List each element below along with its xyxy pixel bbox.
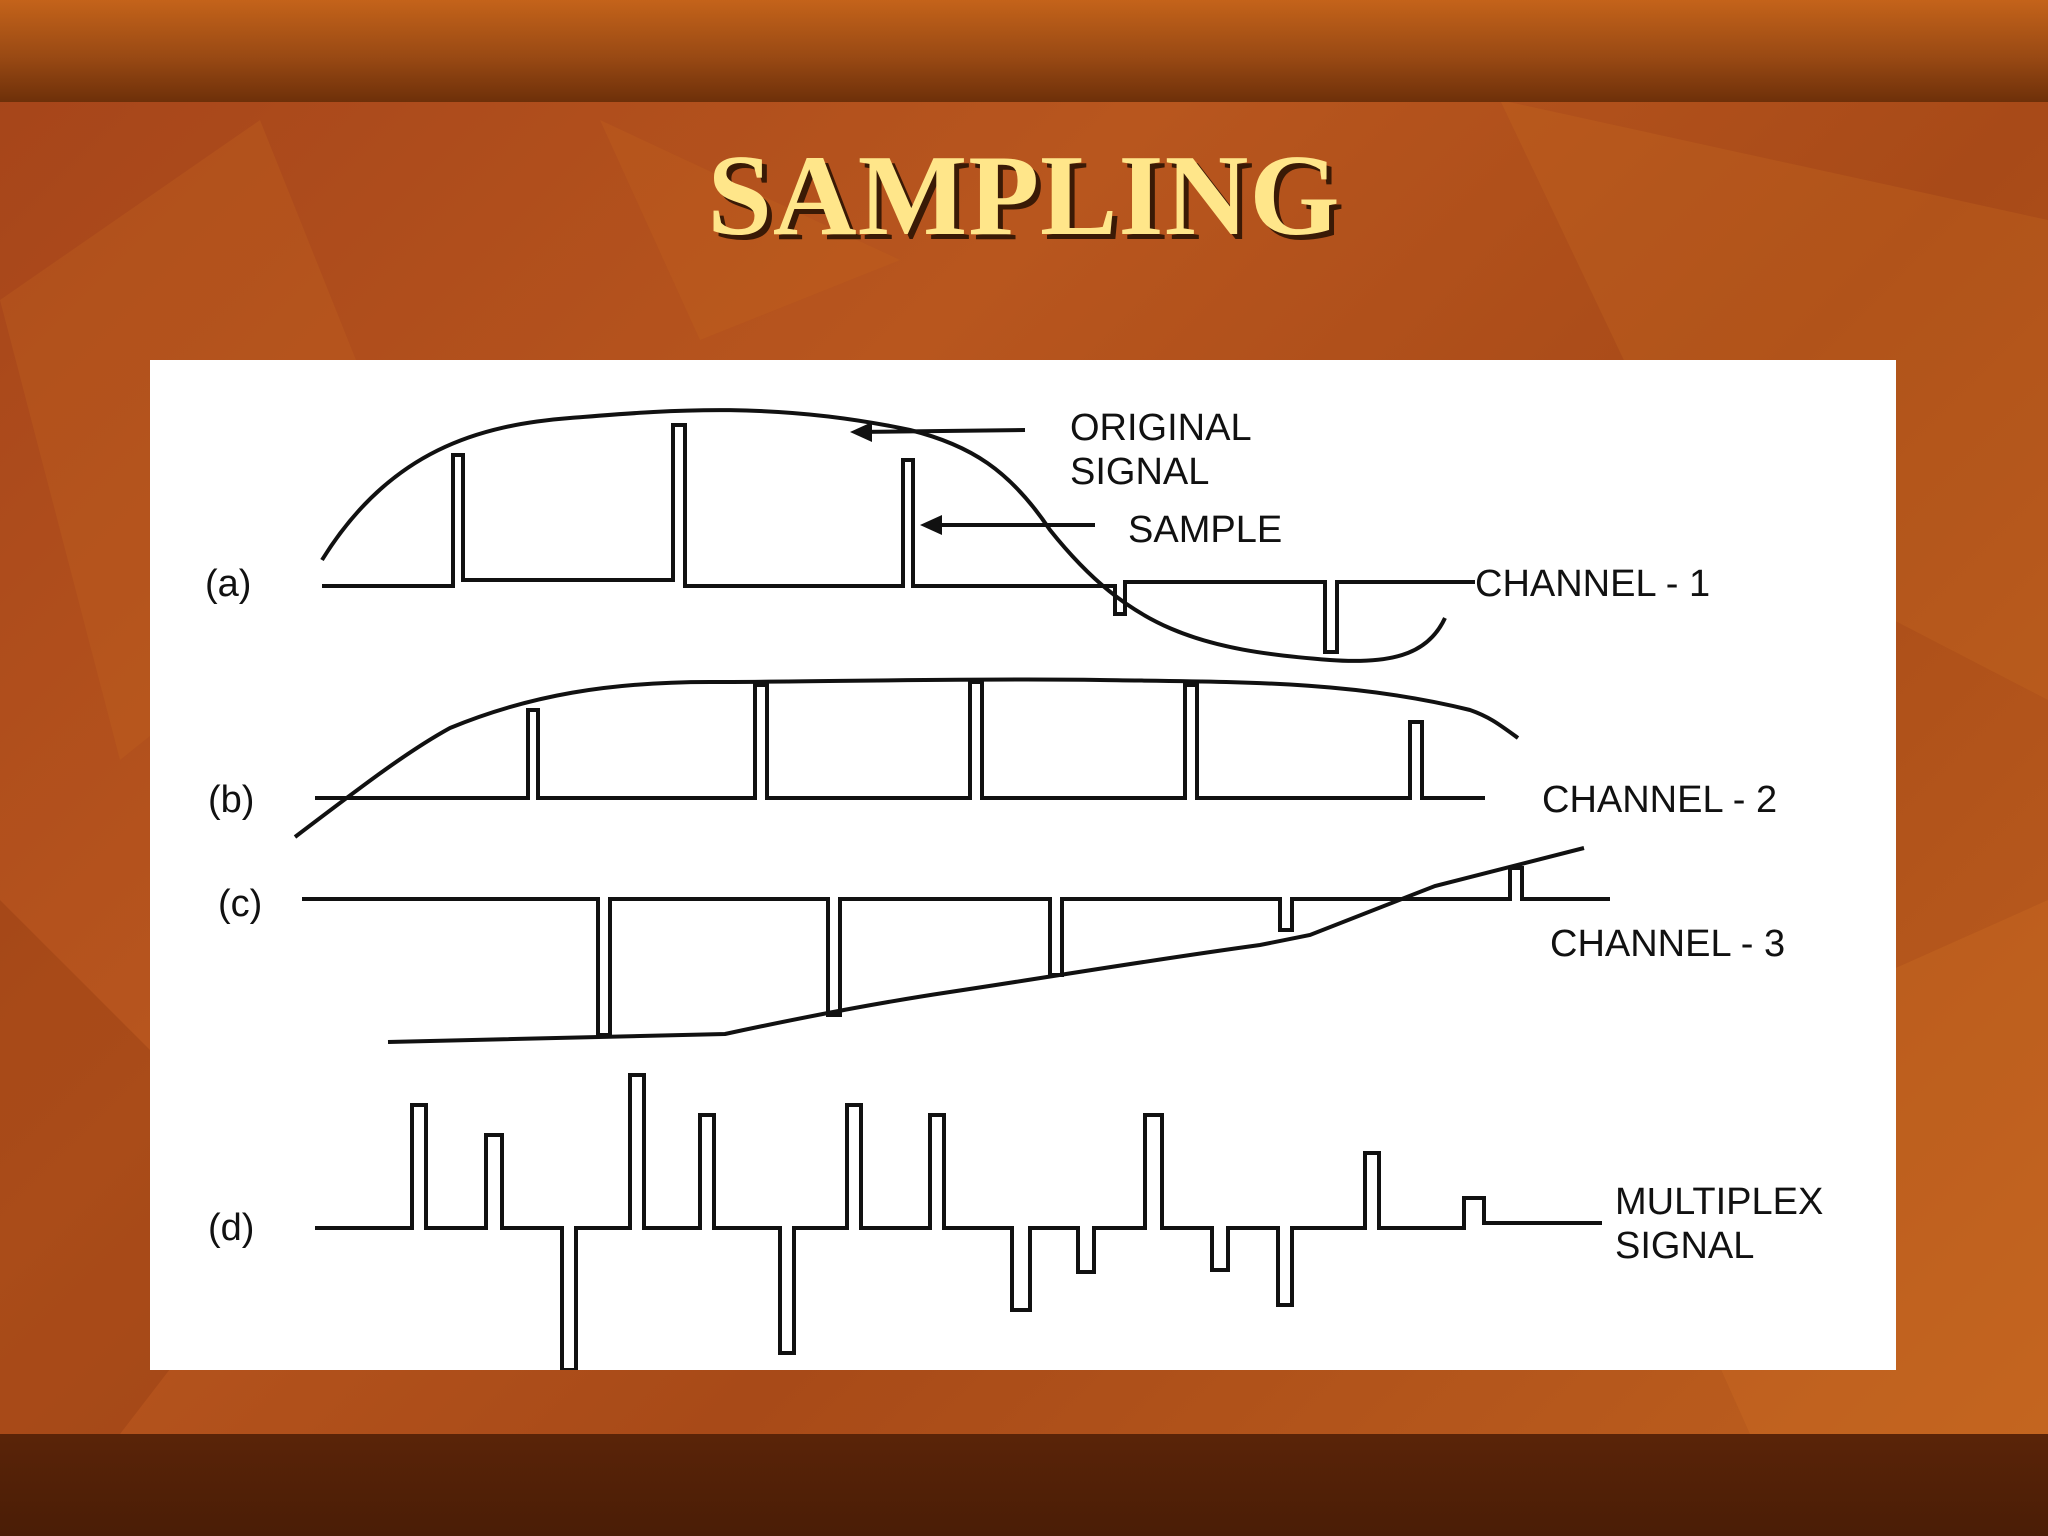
multiplex-signal-trace: [315, 1073, 1602, 1370]
slide-title: SAMPLING: [707, 132, 1341, 260]
original-signal-curve-b: [293, 677, 1520, 839]
sample-label: SAMPLE: [1128, 509, 1282, 551]
bottom-band: [0, 1434, 2048, 1536]
diagram-panel: (a) (b) (c) (d) ORIGINAL SIGNAL SAMPLE C…: [150, 360, 1896, 1370]
arrow-original-signal: [854, 428, 1026, 434]
multiplex-signal-label-line2: SIGNAL: [1615, 1225, 1754, 1267]
arrowhead-original-signal: [850, 422, 872, 442]
row-label-c: (c): [218, 883, 262, 925]
original-signal-label-line2: SIGNAL: [1070, 451, 1209, 493]
original-signal-label-line1: ORIGINAL: [1070, 407, 1252, 449]
channel-3-label: CHANNEL - 3: [1550, 923, 1785, 965]
channel-2-label: CHANNEL - 2: [1542, 779, 1777, 821]
sampled-trace-a: [322, 423, 1452, 654]
original-signal-curve-a: [320, 408, 1447, 663]
original-signal-curve-c: [387, 846, 1585, 1044]
top-band: [0, 0, 2048, 102]
channel-1-label: CHANNEL - 1: [1475, 563, 1710, 605]
multiplex-signal-label-line1: MULTIPLEX: [1615, 1181, 1823, 1223]
row-label-d: (d): [208, 1207, 254, 1249]
sampled-trace-c: [302, 866, 1610, 1037]
row-label-a: (a): [205, 563, 251, 605]
row-label-b: (b): [208, 779, 254, 821]
sampled-trace-b: [315, 680, 1485, 800]
arrowhead-sample: [920, 515, 942, 535]
sampling-diagram: (a) (b) (c) (d) ORIGINAL SIGNAL SAMPLE C…: [205, 407, 1823, 1370]
